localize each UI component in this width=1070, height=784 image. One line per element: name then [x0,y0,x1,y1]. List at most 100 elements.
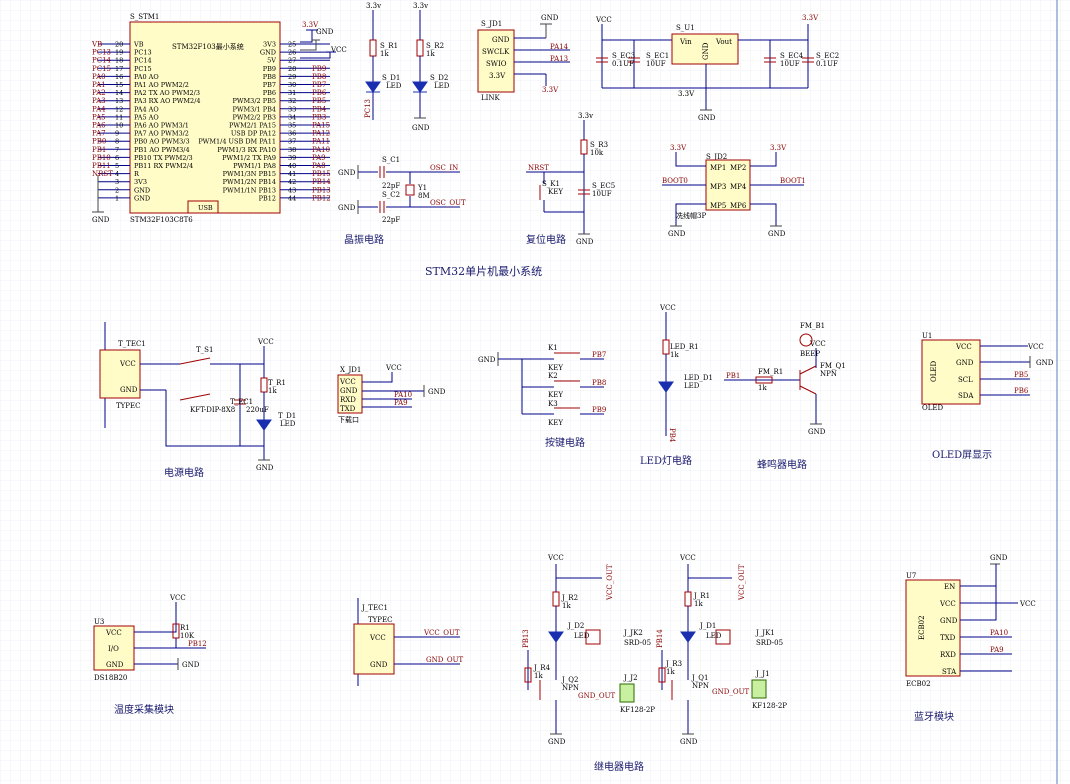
sr1-ref: S_R1 [380,42,398,50]
mcu-usb-label: USB [198,204,213,212]
mcu-left-pin-name: PA3 RX AO PWM2/4 [134,97,201,105]
led-circuit[interactable]: VCC LED_R1 1k LED_D1 LED PB4 [658,304,713,443]
buzzer-circuit[interactable]: VCC FM_B1 BEEP PB1 FM_R1 1k FM_Q1 NPN GN… [724,322,846,436]
ldo-regulator-circuit[interactable]: VCC S_U1 Vin Vout GND 3.3V GND 3.3V S_EC… [595,14,839,122]
reset-circuit[interactable]: 3.3v S_R3 10k NRST S_K1 KEY S_EC5 10UF G… [526,112,615,246]
osc-in: OSC_IN [430,164,458,172]
mcu-left-pin-num: 18 [115,57,123,65]
rst-gnd: GND [576,238,594,246]
mcu-usb-port [187,200,219,214]
mcu-power-wires: 3.3V GND VCC GND [92,21,347,224]
mcu-left-pin-num: 2 [115,186,119,194]
swd-pa14: PA14 [550,43,569,51]
mcu-left-net: VB [91,41,102,49]
relay-circuit-2[interactable]: VCC J_R1 1k J_D1 LED J_JK1 SRD-05 VCC_OU… [656,554,787,746]
mcu-right-net: PA15 [312,122,330,130]
sec4-ref: S_EC4 [780,52,804,60]
sec1-val: 10UF [646,60,666,68]
crystal-circuit[interactable]: GND GND S_C1 22pF S_C2 22pF Y1 8M OSC_IN… [338,156,466,224]
mcu-left-pin-name: PA7 AO PWM3/2 [134,130,189,138]
jr1-ref: J_R1 [693,592,710,600]
sec2-ref: S_EC2 [816,52,839,60]
mp3: MP3 [710,183,726,191]
mcu-right-pin-num: 30 [288,81,296,89]
swd-33v-label: 3.3V [542,86,559,94]
ttec1-ref: T_TEC1 [118,340,146,348]
mcu-right-net: PB5 [312,97,326,105]
jj2-val: KF128-2P [620,706,655,714]
mcu-left-net: PB0 [92,138,106,146]
jr3-ref: J_R3 [665,660,682,668]
swd-link-circuit[interactable]: S_JD1 GND SWCLK SWIO 3.3V LINK GND PA14 … [477,14,570,102]
jumper-name: 冼线帽3P [676,211,706,220]
mcu-left-pin-num: 5 [115,162,119,170]
su1-ref: S_U1 [676,24,695,32]
fmq1-val: NPN [820,370,837,378]
mcu-left-pin-num: 10 [115,122,123,130]
oled-module[interactable]: U1 OLED VCC GND SCL SDA OLED VCC GND PB5… [921,332,1054,412]
ldo-vout: Vout [715,38,732,46]
jr4-ref: J_R4 [533,664,551,672]
sd2-val: LED [434,82,450,90]
relay-circuit-1[interactable]: VCC J_R2 1k J_D2 LED J_JK2 SRD-05 VCC_OU… [522,554,655,746]
jq2-val: NPN [562,684,579,692]
jd1-val: LED [706,632,722,640]
mcu-left-pin-num: 12 [115,105,123,113]
sr3-ref: S_R3 [590,141,608,149]
title-oled: OLED屏显示 [932,449,992,461]
ledr1-ref: LED_R1 [670,343,699,351]
download-header[interactable]: X_JD1 VCC GND RXD TXD 下载口 VCC GND PA10 P… [337,364,446,424]
jtec1-gnd: GND [370,661,388,669]
tr1-ref: T_R1 [268,379,286,387]
mcu-right-net: PB8 [312,73,326,81]
y1-ref: Y1 [417,184,427,192]
ds-r1-ref: R1 [180,624,190,632]
oled-scl: SCL [958,376,973,384]
keys-circuit[interactable]: GND K1 KEY K2 KEY K3 KEY PB7 PB8 PB9 [478,344,606,427]
oled-gnd-label: GND [1036,359,1054,367]
mcu-right-net: PB6 [312,89,327,97]
pc13-led-circuit[interactable]: 3.3v 3.3v S_R1 1k S_R2 1k S_D1 LED S_D2 … [364,2,450,132]
keys-pb9: PB9 [592,406,606,414]
sled-33v-1: 3.3v [366,2,381,10]
dl-pa9: PA9 [394,399,408,407]
mcu-name: STM32F103最小系统 [172,42,244,51]
bluetooth-module[interactable]: U7 ECB02 EN VCC GND TXD RXD STA ECB02 GN… [905,554,1036,688]
k1-ref: K1 [548,344,558,352]
mcu-left-net: PB11 [92,162,111,170]
jd1-icon [680,631,696,643]
jd1-ref: J_D1 [699,622,716,630]
rl1-gnd: GND [548,738,566,746]
sec4-val: 10UF [780,60,800,68]
mcu-symbol[interactable]: USB S_STM1 STM32F103最小系统 STM32F103C8T6 2… [91,13,331,224]
bt-en: EN [944,583,955,591]
power-circuit[interactable]: T_TEC1 VCC GND TYPEC T_S1 VCC T_R1 1k T_… [99,322,296,472]
mcu-left-pin-num: 9 [115,130,119,138]
osc-out: OSC_OUT [430,199,466,207]
ldo-gnd: GND [702,42,710,60]
boot-jumper-circuit[interactable]: S_JD2 MP1 MP2 MP3 MP4 MP5 MP6 冼线帽3P 3.3V… [662,144,806,238]
ldo-33v-out: 3.3V [802,14,819,22]
led-vcc: VCC [659,304,676,312]
jd2-val: LED [574,632,590,640]
mcu-right-net: PB3 [312,113,326,121]
mcu-right-pin-name: USB DP PA12 [231,130,276,138]
mcu-right-pin-name: GND [260,49,276,57]
mcu-right-pin-name: PWM3/2 PB5 [232,97,276,105]
ds18b20-module[interactable]: U3 VCC I/O GND DS18B20 VCC R1 10K PB12 G… [93,594,207,682]
k2-val: KEY [548,391,563,399]
mcu-right-pin-name: PWM1/4 USB DM PA11 [198,138,276,146]
mcu-gnd-label: GND [316,28,334,36]
mcu-gnd2-label: GND [92,216,110,224]
mcu-right-pin-num: 29 [288,73,296,81]
boot-gnd-r: GND [768,230,786,238]
mcu-left-pin-name: GND [134,186,150,194]
k2-ref: K2 [548,372,558,380]
mcu-left-net: NRST [92,170,113,178]
rl2-vcc: VCC [679,554,696,562]
oled-pb5: PB5 [1014,371,1028,379]
output-typec[interactable]: J_TEC1 VCC GND TYPEC VCC_OUT GND_OUT [353,598,463,686]
mcu-right-pin-name: PB8 [263,73,276,81]
jr2-val: 1k [562,602,571,610]
